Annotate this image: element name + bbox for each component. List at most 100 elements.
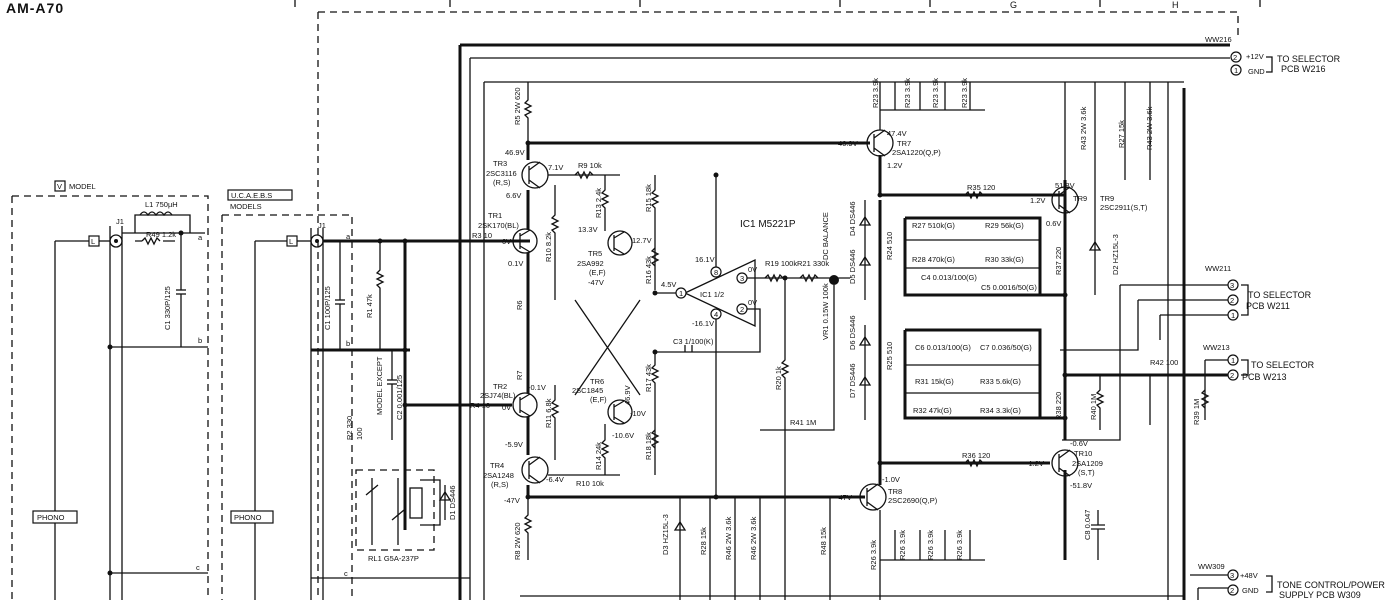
- r35-label: R35 120: [967, 183, 995, 192]
- c3-label: C3 1/100(K): [673, 337, 714, 346]
- vr1-dc-balance: [829, 275, 839, 285]
- r10-label: R10 10k: [576, 479, 604, 488]
- svg-text:8: 8: [714, 268, 718, 277]
- ww216-ref: WW216: [1205, 35, 1232, 44]
- ic1-name: IC1 M5221P: [740, 219, 796, 230]
- tr9-ref: TR9: [1073, 194, 1087, 203]
- v-model-except-label: MODEL EXCEPT: [375, 356, 384, 415]
- ww213-pin2: 2: [1230, 371, 1234, 380]
- r31-label: R31 15k(G): [915, 377, 954, 386]
- r2-alt-label: 100: [355, 427, 364, 440]
- tr9-ref-right: TR9: [1100, 194, 1114, 203]
- c1-left-label: C1 330P/125: [163, 286, 172, 330]
- tr3-emitter-v: 6.6V: [506, 191, 521, 200]
- r17-label: R17 43k: [644, 364, 653, 392]
- c5-label: C5 0.0016/50(G): [981, 283, 1037, 292]
- r36-label: R36 120: [962, 451, 990, 460]
- r33-label: R33 5.6k(G): [980, 377, 1021, 386]
- tr7-ref: TR7: [897, 139, 911, 148]
- net-b-left: b: [198, 336, 202, 345]
- r38-label: R38 220: [1054, 392, 1063, 420]
- r16-label: R16 43k: [644, 256, 653, 284]
- r23-label-3: R23 3.9k: [931, 78, 940, 108]
- svg-text:3: 3: [740, 274, 744, 283]
- tr3-type: 2SC3116: [486, 169, 517, 178]
- tr10-grade: (S,T): [1078, 468, 1095, 477]
- c8-label: C8 0.047: [1083, 510, 1092, 540]
- tr5-ref: TR5: [588, 249, 602, 258]
- r7-label: R7: [515, 370, 524, 380]
- r11-label: R11 6.8k: [544, 398, 553, 428]
- r41-label: R41 1M: [790, 418, 816, 427]
- r26-label-3: R26 3.9k: [926, 530, 935, 560]
- j1-right-label: J1: [318, 221, 326, 230]
- tr3-grade: (R,S): [493, 178, 511, 187]
- tr2-gate-v: 0V: [502, 403, 511, 412]
- v-model-label: MODEL: [69, 182, 96, 191]
- svg-text:3: 3: [1230, 571, 1234, 580]
- ww213-desc1: TO SELECTOR: [1251, 360, 1315, 370]
- r46-label-2: R46 2W 3.6k: [749, 516, 758, 560]
- r13-label: R13 2.4k: [594, 188, 603, 218]
- d6-label: D6 DS446: [848, 315, 857, 350]
- r34-label: R34 3.3k(G): [980, 406, 1021, 415]
- c1-right-label: C1 100P/125: [323, 286, 332, 330]
- tr10-type: 2SA1209: [1072, 459, 1103, 468]
- tr4-grade: (R,S): [491, 480, 509, 489]
- tr10-ref: TR10: [1074, 449, 1092, 458]
- tr6-base-v: -10V: [630, 409, 646, 418]
- r23-label-2: R23 3.9k: [903, 78, 912, 108]
- tr6-type: 2SC1845: [572, 386, 603, 395]
- r15-label: R15 18k: [644, 184, 653, 212]
- dc-balance-label: DC BALANCE: [821, 212, 830, 260]
- r19-label: R19 100k: [765, 259, 797, 268]
- tr2-source-v: -0.1V: [528, 383, 546, 392]
- tr8-emitter-v: -1.0V: [882, 475, 900, 484]
- r39-label: R39 1M: [1192, 399, 1201, 425]
- ww309-ref: WW309: [1198, 562, 1225, 571]
- l1-label: L1 750µH: [145, 200, 178, 209]
- tr5-grade: (E,F): [589, 268, 606, 277]
- tr5-collector-v: 12.7V: [632, 236, 652, 245]
- tr6-grade: (E,F): [590, 395, 607, 404]
- relay-rl1: [355, 469, 435, 551]
- r10b-label: R10 8.2k: [544, 232, 553, 262]
- tr2-type: 2SJ74(BL): [480, 391, 516, 400]
- tr1-source-v: 0.1V: [508, 259, 523, 268]
- net-c-right: c: [344, 569, 348, 578]
- net-c-left: c: [196, 563, 200, 572]
- r32-label: R32 47k(G): [913, 406, 952, 415]
- tr10-base-v: -1.2V: [1026, 459, 1044, 468]
- r29-label: R29 56k(G): [985, 221, 1024, 230]
- r28-label: R28 470k(G): [912, 255, 955, 264]
- rl1-label: RL1 G5A-237P: [368, 554, 419, 563]
- r43-label-1: R43 2W 3.6k: [1079, 106, 1088, 150]
- svg-text:2: 2: [1230, 586, 1234, 595]
- ic1-opamp: [683, 258, 756, 328]
- ww309-desc2: SUPPLY PCB W309: [1279, 590, 1361, 600]
- tr3-base-v: 7.1V: [548, 163, 563, 172]
- tr4-ref: TR4: [490, 461, 504, 470]
- column-letter-g: G: [1010, 0, 1017, 10]
- tr3-ref: TR3: [493, 159, 507, 168]
- ic-pin8-v: 16.1V: [695, 255, 715, 264]
- tr4-collector-v: -47V: [504, 496, 520, 505]
- tr1-type: 2SK170(BL): [478, 221, 519, 230]
- c4-label: C4 0.013/100(G): [921, 273, 977, 282]
- r48-label: R48 15k: [819, 527, 828, 555]
- ww309-pin1: +48V: [1240, 571, 1258, 580]
- r9-label: R9 10k: [578, 161, 602, 170]
- tr7-emitter-v: 47.4V: [887, 129, 907, 138]
- r3-label: R3 10: [472, 231, 492, 240]
- v-model-badge: V: [57, 182, 62, 191]
- d5-label: D5 DS446: [848, 249, 857, 284]
- l-badge-right: L: [289, 237, 293, 246]
- d3-label: D3 HZ15L-3: [661, 514, 670, 555]
- c7-label: C7 0.036/50(G): [980, 343, 1032, 352]
- r20-label: R20 1k: [774, 366, 783, 390]
- r27-label: R27 510k(G): [912, 221, 955, 230]
- svg-text:2: 2: [740, 305, 744, 314]
- model-title: AM-A70: [6, 0, 64, 16]
- tr5-type: 2SA992: [577, 259, 604, 268]
- r23-label-4: R23 3.9k: [960, 78, 969, 108]
